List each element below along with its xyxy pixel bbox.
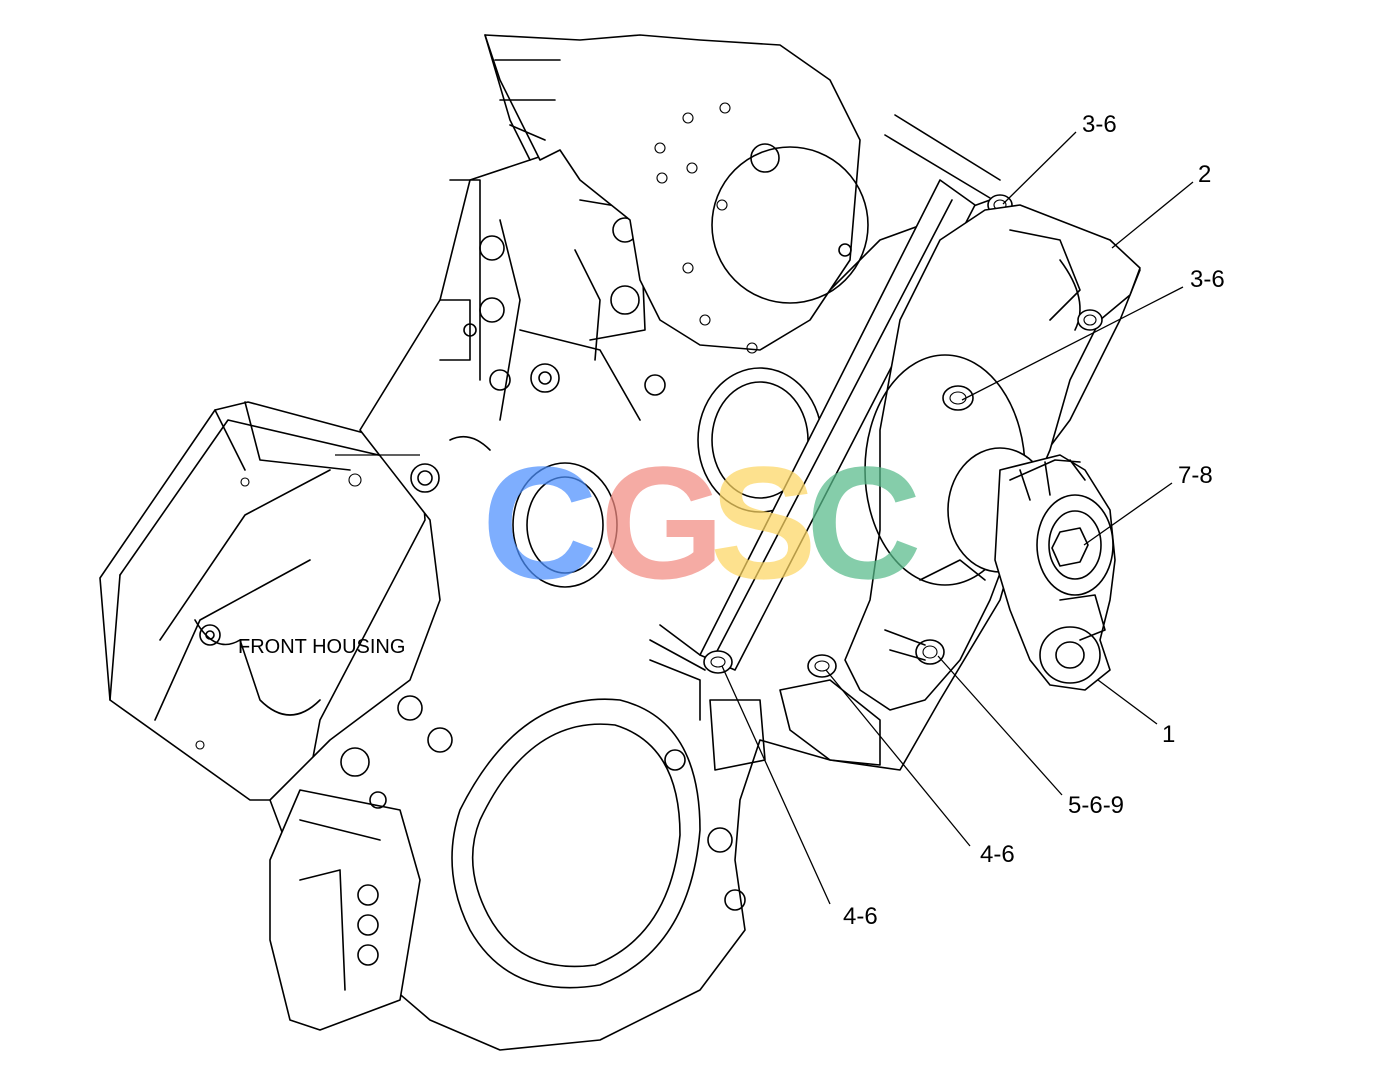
lower-left-boss-stack bbox=[269, 789, 421, 1031]
leader-c1 bbox=[1002, 131, 1077, 205]
front-housing-left-cover bbox=[99, 401, 426, 801]
watermark-letter-g: G bbox=[600, 433, 724, 612]
belt-tensioner bbox=[947, 447, 1116, 691]
watermark-letter-c1: C bbox=[482, 433, 598, 612]
front-housing-label: FRONT HOUSING bbox=[238, 636, 405, 658]
upper-mounting-plate bbox=[484, 34, 869, 354]
leader-c8 bbox=[721, 665, 831, 905]
leader-c6 bbox=[937, 655, 1063, 796]
callout-4-6-right: 4-6 bbox=[980, 841, 1015, 868]
crankshaft-opening bbox=[340, 659, 766, 989]
leader-c4 bbox=[1083, 482, 1173, 546]
callout-3-6-top: 3-6 bbox=[1082, 111, 1117, 138]
lower-bolts bbox=[703, 650, 881, 766]
callout-7-8: 7-8 bbox=[1178, 462, 1213, 489]
leader-c5 bbox=[1097, 679, 1158, 725]
watermark-letter-c2: C bbox=[806, 433, 922, 612]
callout-3-6-middle: 3-6 bbox=[1190, 266, 1225, 293]
callout-labels: 3-6 2 3-6 7-8 1 5-6-9 4-6 4-6 FRONT HOUS… bbox=[238, 111, 1225, 930]
leader-c7 bbox=[825, 669, 971, 847]
callout-4-6-left: 4-6 bbox=[843, 903, 878, 930]
callout-2: 2 bbox=[1198, 161, 1211, 188]
leader-c3 bbox=[961, 286, 1184, 401]
leader-c2 bbox=[1111, 181, 1194, 249]
leader-lines bbox=[335, 131, 1194, 905]
bracket-arm bbox=[649, 114, 1013, 671]
callout-5-6-9: 5-6-9 bbox=[1068, 792, 1124, 819]
callout-1: 1 bbox=[1162, 721, 1175, 748]
watermark-letter-s: S bbox=[710, 433, 817, 612]
cgsc-watermark: C G S C bbox=[482, 433, 922, 612]
